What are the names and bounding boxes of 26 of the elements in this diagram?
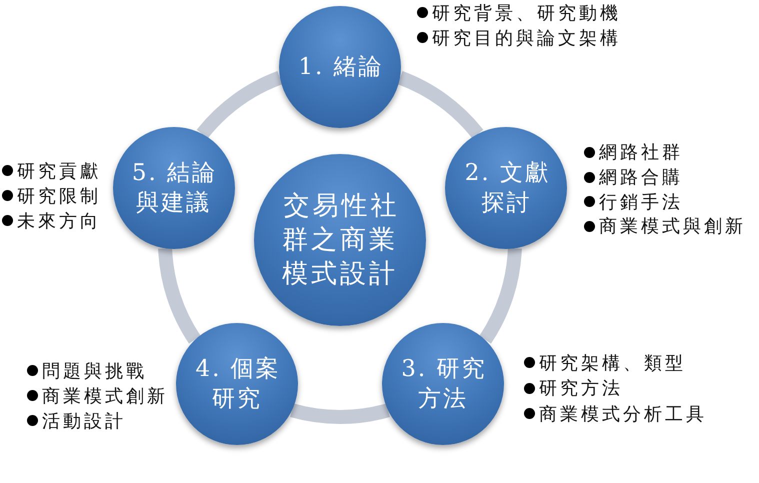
node-label: 2. 文獻探討	[464, 158, 552, 218]
list-item: 未來方向	[17, 210, 101, 232]
list-item: 商業模式創新	[42, 384, 168, 408]
node-label: 3. 研究方法	[400, 354, 488, 414]
arc-connector	[196, 71, 283, 139]
arc-connector	[479, 248, 522, 344]
arc-connector	[290, 403, 390, 424]
list-item: 問題與挑戰	[42, 360, 147, 382]
arc-connector	[397, 71, 484, 139]
list-item: 商業模式與創新	[599, 215, 746, 238]
list-item: 研究架構、類型	[539, 352, 686, 375]
list-item: 研究目的與論文架構	[432, 26, 621, 50]
list-item: 網路社群	[599, 141, 683, 164]
list-item: 活動設計	[42, 410, 126, 432]
list-item: 研究背景、研究動機	[432, 2, 621, 24]
list-item: 商業模式分析工具	[539, 402, 707, 426]
list-item: 研究限制	[17, 184, 101, 208]
list-item: 行銷手法	[599, 190, 683, 214]
node-label: 4. 個案研究	[194, 354, 282, 414]
arc-connector	[158, 248, 201, 344]
list-item: 研究貢獻	[17, 160, 101, 182]
list-item: 研究方法	[539, 377, 623, 400]
node-label: 交易性社群之商業模式設計	[281, 190, 400, 291]
node-label: 5. 結論與建議	[130, 158, 218, 218]
list-item: 網路合購	[599, 166, 683, 190]
node-label: 1. 緒論	[297, 53, 385, 82]
